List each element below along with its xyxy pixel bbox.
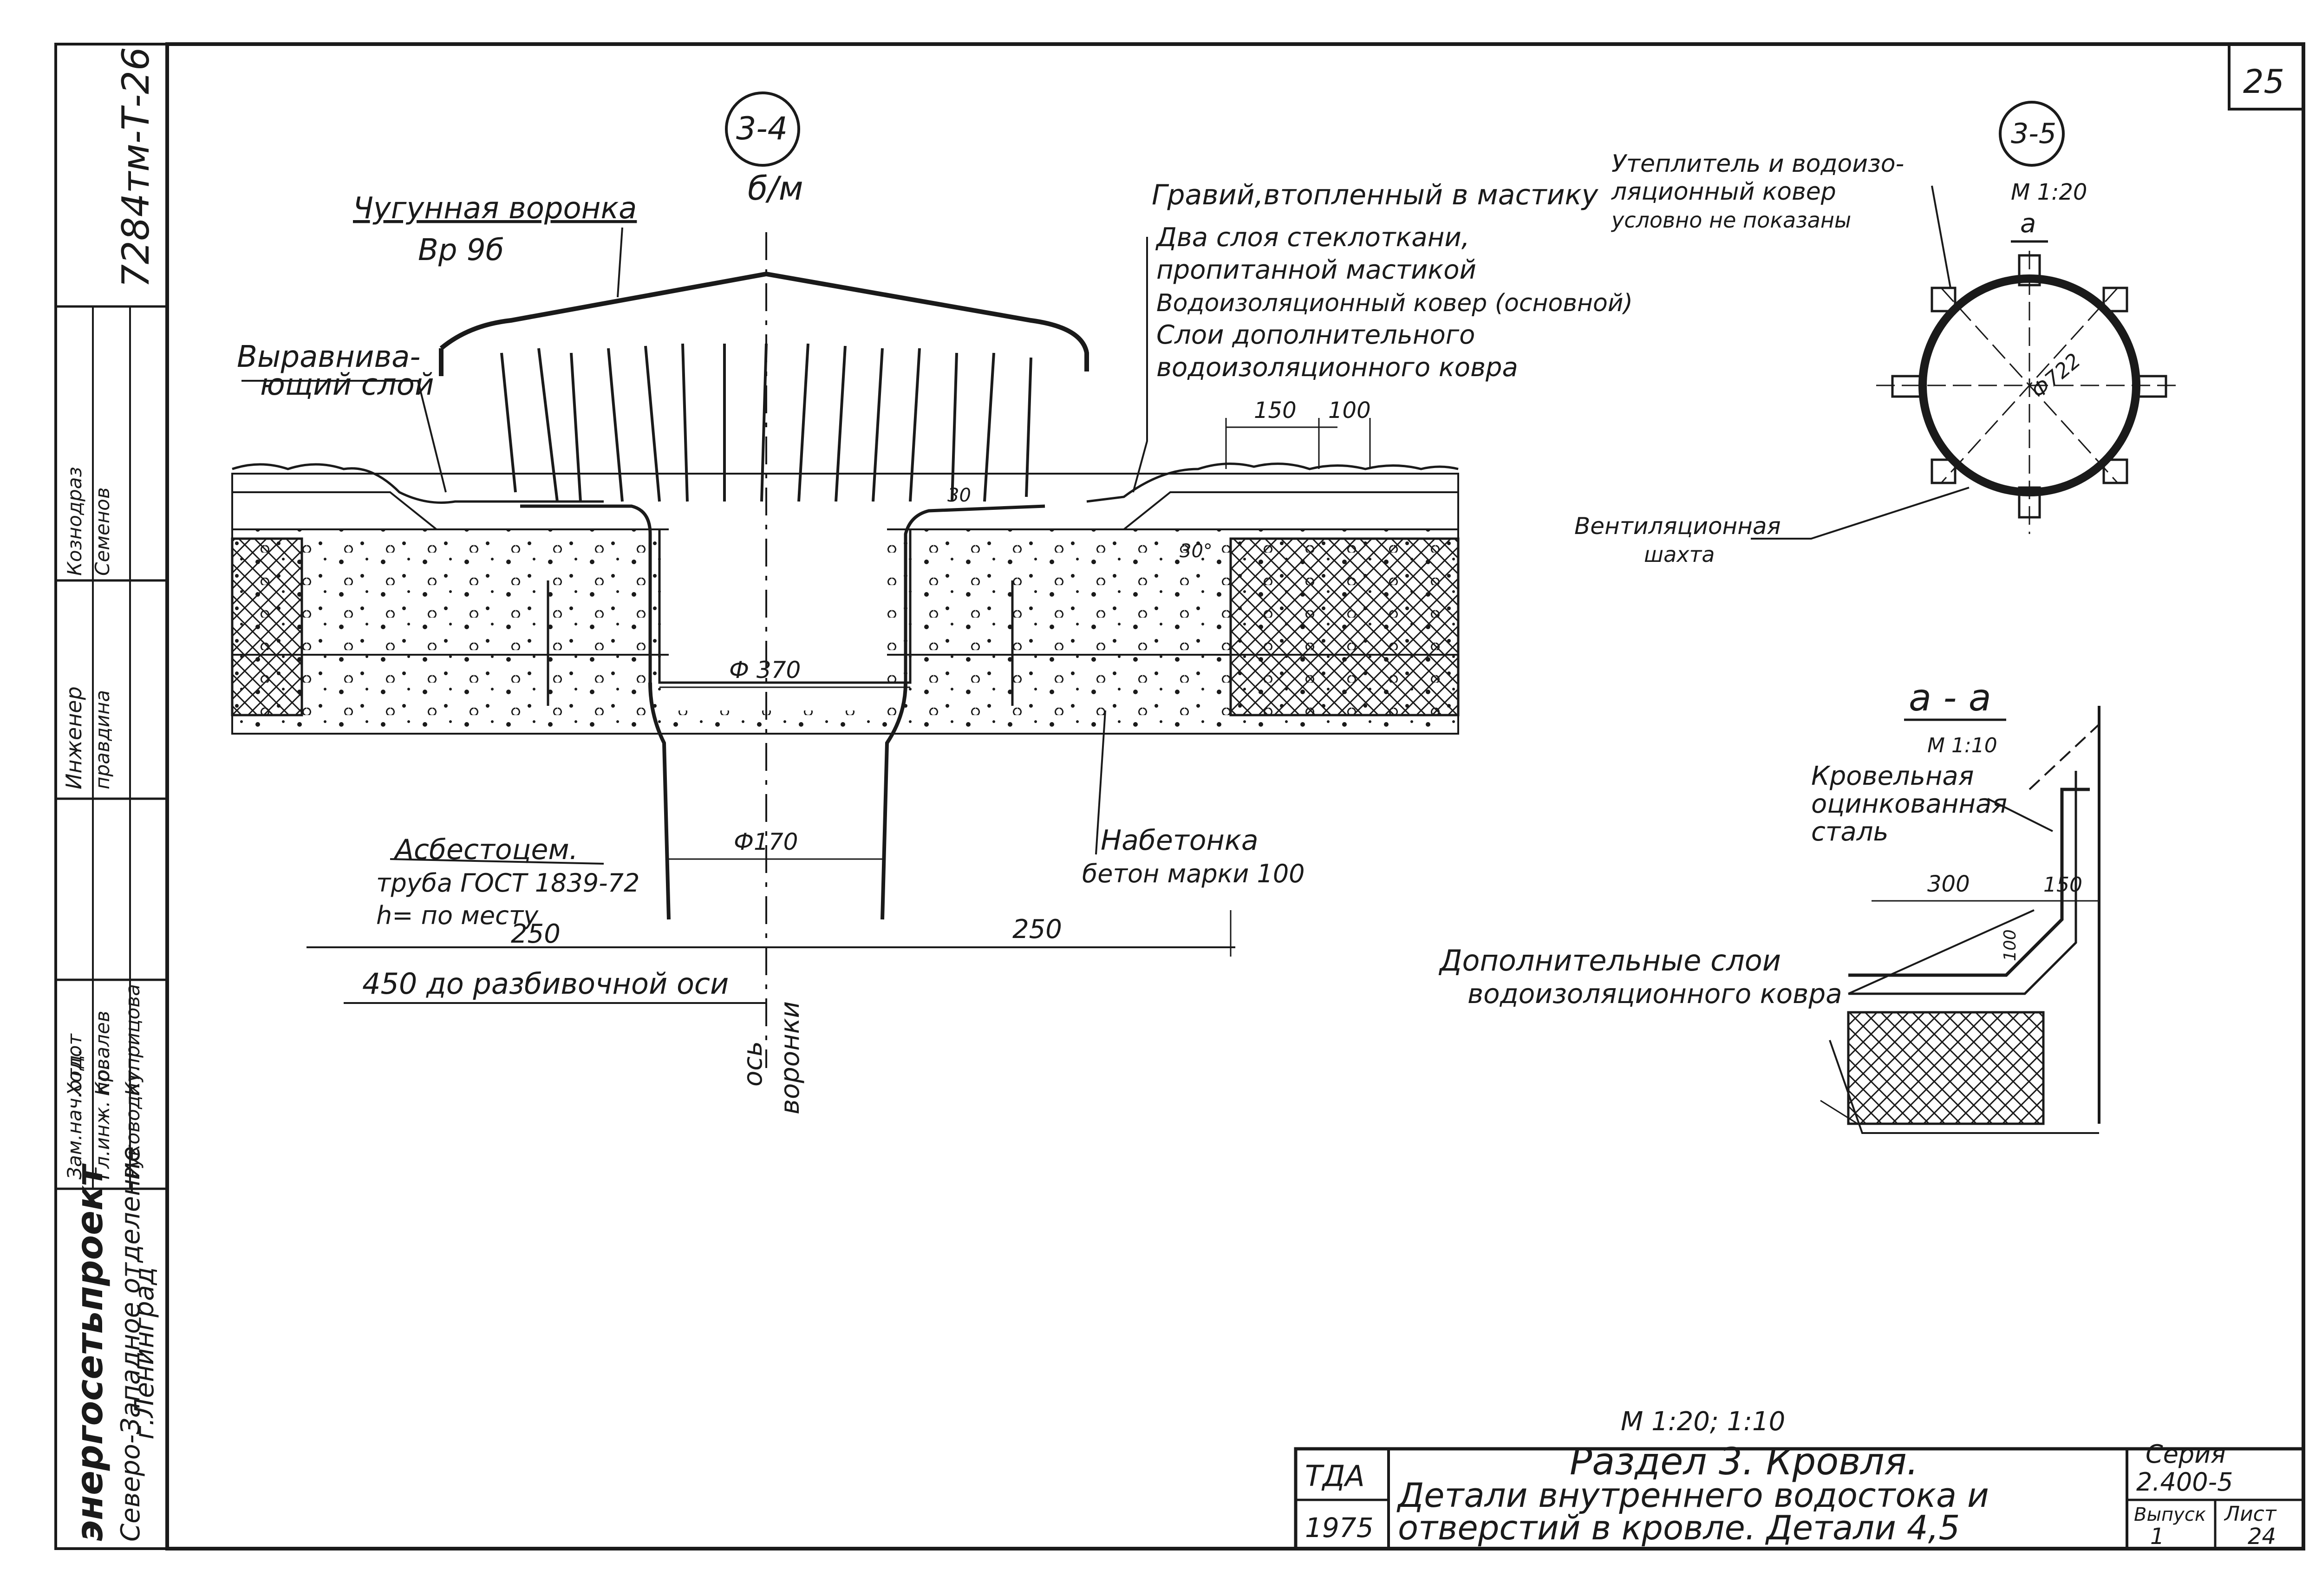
right-hatched-insulation	[1229, 537, 1460, 717]
asbestos-pipe	[648, 682, 907, 920]
stamp-extra-2: Семенов	[91, 487, 114, 576]
stamp-extra-1: Кознодраз	[63, 467, 86, 576]
scale-note: М 1:20; 1:10	[1621, 1407, 1785, 1437]
tb-code: ТДА	[1305, 1459, 1365, 1493]
cut-mark: а	[2020, 208, 2036, 239]
pipe-label-2: труба ГОСТ 1839-72	[376, 868, 639, 898]
stamp-name-2: Ходот	[63, 1033, 86, 1097]
funnel-label: Чугунная воронка	[353, 191, 637, 226]
layer-3: Водоизоляционный ковер (основной)	[1156, 289, 1633, 317]
section-aa-scale: М 1:10	[1927, 734, 1997, 757]
tb-sheet-value: 24	[2248, 1524, 2276, 1550]
sheet-number-box	[2228, 43, 2305, 111]
dim-30: 30	[947, 485, 971, 506]
stamp-role-1: Инженер	[61, 686, 86, 789]
stamp-doc-code: 7284тм-Т-26	[114, 47, 157, 288]
stamp-name-1: правдина	[91, 690, 114, 789]
left-stamp-frame	[54, 43, 169, 1550]
dim-150: 150	[1254, 397, 1297, 423]
pipe-label-3: h= по месту	[376, 901, 539, 930]
dim-250-left: 250	[511, 919, 561, 949]
sheet-number: 25	[2243, 63, 2284, 101]
vent-brackets	[1891, 254, 2167, 519]
tb-sheet-label: Лист	[2224, 1502, 2277, 1526]
tb-series-label: Серия	[2146, 1440, 2226, 1469]
stamp-name-3: Ковалев	[91, 1011, 114, 1096]
dim-30deg: 30°	[1180, 541, 1213, 562]
aa-dim-150: 150	[2043, 873, 2082, 897]
layer-4: Слои дополнительного	[1156, 320, 1475, 350]
steel-label-2: оцинкованная	[1811, 789, 2007, 819]
stamp-role-4: Руководит.	[121, 1065, 144, 1179]
stamp-name-4: Куприцова	[121, 984, 144, 1096]
aa-dim-300: 300	[1927, 871, 1970, 897]
title-block	[1294, 1447, 2305, 1550]
section-aa-title: а - а	[1909, 676, 1991, 719]
dia-370: Ф 370	[729, 657, 801, 684]
layer-5: водоизоляционного ковра	[1156, 352, 1518, 383]
concrete-label-2: бетон марки 100	[1082, 859, 1305, 888]
layer-2: пропитанной мастикой	[1156, 255, 1476, 285]
aa-dim-100: 100	[2001, 929, 2020, 961]
detail-3-4-tag-circle	[725, 91, 800, 167]
note-2: ляционный ковер	[1611, 178, 1836, 206]
stamp-org-name: энергосетьпроект	[69, 1163, 111, 1542]
dim-100: 100	[1328, 397, 1371, 423]
axis-offset-label: 450 до разбивочной оси	[362, 967, 729, 1001]
gravel-line	[232, 463, 1459, 504]
shaft-label-2: шахта	[1644, 542, 1715, 567]
steel-label-1: Кровельная	[1811, 761, 1974, 791]
shaft-label-1: Вентиляционная	[1574, 513, 1781, 540]
stamp-org-branch: Северо-Западное отделение	[116, 1146, 146, 1542]
layer-1: Два слоя стеклоткани,	[1155, 222, 1470, 253]
tb-issue-value: 1	[2150, 1524, 2165, 1550]
tb-title-2: Детали внутреннего водостока и	[1396, 1476, 1989, 1515]
tb-title-3: отверстий в кровле. Детали 4,5	[1398, 1508, 1960, 1547]
tb-title-1: Раздел 3. Кровля.	[1570, 1440, 1918, 1483]
concrete-label-1: Набетонка	[1101, 824, 1259, 857]
detail-3-5-tag: 3-5	[2011, 117, 2056, 150]
roof-top-band	[231, 473, 1459, 530]
section-aa-insulation	[1847, 1011, 2045, 1125]
tb-year: 1975	[1305, 1512, 1374, 1544]
funnel-dome	[439, 271, 1089, 371]
detail-3-5-tag-circle	[1999, 101, 2065, 167]
pipe-label-1: Асбестоцем.	[393, 834, 578, 866]
tb-issue-label: Выпуск	[2134, 1504, 2206, 1525]
leveling-label-2: ющий слой	[260, 368, 434, 402]
extra-layers-2: водоизоляционного ковра	[1468, 978, 1842, 1010]
left-hatched-insulation	[231, 537, 303, 717]
tb-series-value: 2.400-5	[2136, 1467, 2233, 1497]
funnel-model: Вр 9б	[418, 233, 504, 267]
stamp-role-3: Гл.инж. пр.	[91, 1063, 114, 1179]
detail-3-4-scale: б/м	[748, 169, 803, 208]
detail-3-4-tag: 3-4	[736, 111, 788, 147]
leveling-label-1: Выравнива-	[237, 340, 420, 374]
note-3: условно не показаны	[1611, 208, 1851, 233]
funnel-bowl	[520, 504, 1045, 683]
steel-label-3: сталь	[1811, 817, 1889, 847]
stamp-role-2: Зам.нач.отд.	[63, 1049, 86, 1179]
axis-label-2: воронки	[775, 1001, 805, 1114]
axis-label-1: ось	[738, 1041, 768, 1087]
note-1: Утеплитель и водоизо-	[1611, 150, 1904, 178]
section-aa-steel	[1848, 788, 2090, 977]
dia-170: Ф170	[734, 828, 798, 855]
extra-layers-1: Дополнительные слои	[1438, 944, 1781, 977]
gravel-label: Гравий,втопленный в мастику	[1152, 179, 1599, 211]
funnel-ribs	[500, 343, 1032, 502]
stamp-org-city: г.Ленинград	[130, 1267, 160, 1440]
dim-250-right: 250	[1012, 914, 1062, 945]
detail-3-5-scale: М 1:20	[2011, 179, 2087, 205]
